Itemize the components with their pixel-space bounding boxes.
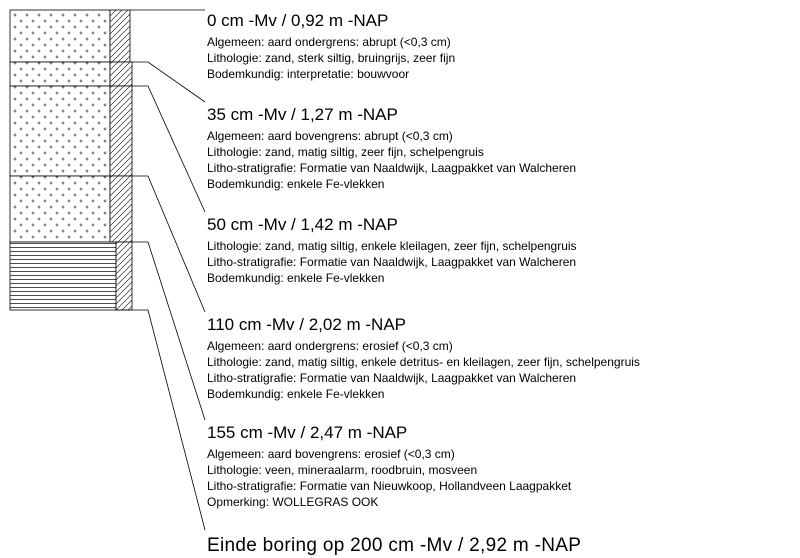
layer-4-strip [109, 175, 133, 243]
layer-4-header: 110 cm -Mv / 2,02 m -NAP [207, 315, 406, 334]
layer-4-description: 110 cm -Mv / 2,02 m -NAP Algemeen: aard … [207, 315, 640, 401]
layer-2-fill [9, 61, 111, 87]
layer-4-line-3: Litho-stratigrafie: Formatie van Naaldwi… [207, 371, 576, 385]
layer-3-line-3: Bodemkundig: enkele Fe-vlekken [207, 271, 384, 285]
layer-2-strip [109, 61, 133, 87]
layer-1-fill [9, 9, 111, 63]
layer-2-line-2: Lithologie: zand, matig siltig, zeer fij… [207, 145, 484, 159]
leader-line-5 [116, 309, 206, 531]
leader-line-2 [132, 85, 206, 213]
leader-line-4 [132, 241, 206, 421]
layer-1-line-2: Lithologie: zand, sterk siltig, bruingri… [207, 51, 455, 65]
layer-5-line-1: Algemeen: aard bovengrens: erosief (<0,3… [207, 447, 455, 461]
layer-4-fill [9, 175, 111, 243]
layer-5-description: 155 cm -Mv / 2,47 m -NAP Algemeen: aard … [207, 423, 572, 509]
borehole-column [9, 9, 205, 311]
layer-3-description: 50 cm -Mv / 1,42 m -NAP Lithologie: zand… [207, 215, 577, 285]
layer-1-line-3: Bodemkundig: interpretatie: bouwvoor [207, 67, 409, 81]
layer-2-line-3: Litho-stratigrafie: Formatie van Naaldwi… [207, 161, 576, 175]
layer-1-line-1: Algemeen: aard ondergrens: abrupt (<0,3 … [207, 35, 451, 49]
layer-5-line-3: Litho-stratigrafie: Formatie van Nieuwko… [207, 479, 572, 493]
layer-2-line-4: Bodemkundig: enkele Fe-vlekken [207, 177, 384, 191]
layer-1-strip [109, 9, 131, 63]
end-of-boring-label: Einde boring op 200 cm -Mv / 2,92 m -NAP [207, 535, 581, 556]
layer-4-line-2: Lithologie: zand, matig siltig, enkele d… [207, 355, 640, 369]
layer-5-fill [9, 241, 117, 311]
layer-1-description: 0 cm -Mv / 0,92 m -NAP Algemeen: aard on… [207, 11, 455, 81]
layer-2-header: 35 cm -Mv / 1,27 m -NAP [207, 105, 398, 124]
layer-5-strip [115, 241, 133, 311]
layer-1-header: 0 cm -Mv / 0,92 m -NAP [207, 11, 388, 30]
layer-3-line-1: Lithologie: zand, matig siltig, enkele k… [207, 239, 577, 253]
layer-5-line-2: Lithologie: veen, mineraalarm, roodbruin… [207, 463, 477, 477]
leader-lines [116, 61, 206, 531]
layer-2-description: 35 cm -Mv / 1,27 m -NAP Algemeen: aard b… [207, 105, 576, 191]
layer-2-line-1: Algemeen: aard bovengrens: abrupt (<0,3 … [207, 129, 453, 143]
layer-5-line-4: Opmerking: WOLLEGRAS OOK [207, 495, 378, 509]
leader-line-3 [132, 175, 206, 313]
layer-3-strip [109, 85, 133, 177]
layer-4-line-4: Bodemkundig: enkele Fe-vlekken [207, 387, 384, 401]
leader-line-1 [132, 61, 206, 103]
layer-3-fill [9, 85, 111, 177]
layer-4-line-1: Algemeen: aard ondergrens: erosief (<0,3… [207, 339, 453, 353]
layer-3-header: 50 cm -Mv / 1,42 m -NAP [207, 215, 398, 234]
layer-3-line-2: Litho-stratigrafie: Formatie van Naaldwi… [207, 255, 576, 269]
layer-5-header: 155 cm -Mv / 2,47 m -NAP [207, 423, 407, 442]
